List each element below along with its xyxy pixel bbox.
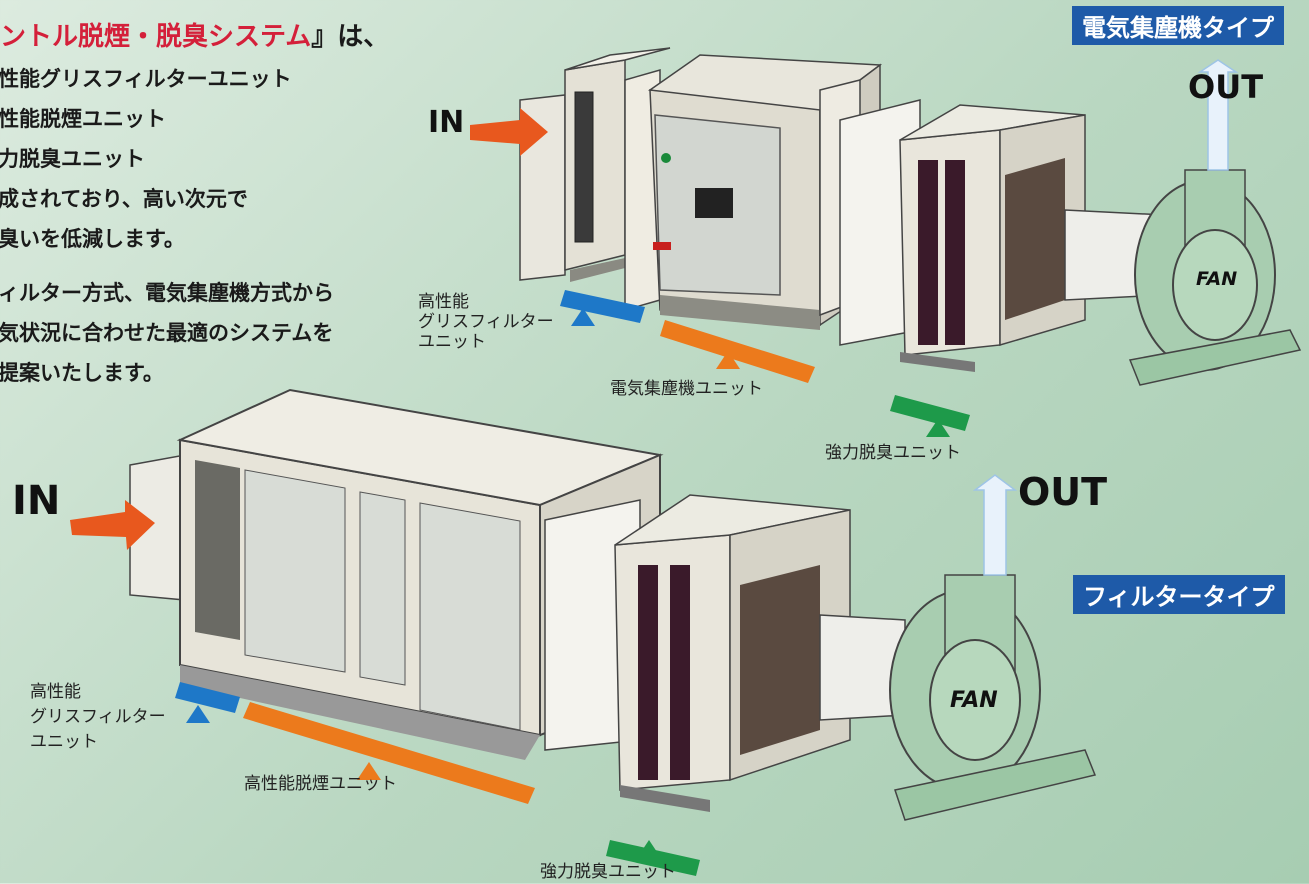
- bottom-filter-housing: [129, 388, 664, 760]
- tag-electric-type: 電気集塵機タイプ: [1072, 6, 1284, 45]
- intro-line-2: 性能脱煙ユニット: [0, 107, 166, 131]
- intro-line-5: 臭いを低減します。: [0, 227, 185, 251]
- bottom-grease-label-1: 高性能: [30, 682, 81, 702]
- intro-headline-tail: 』は、: [311, 22, 390, 52]
- top-deodor-pointer: [926, 419, 950, 437]
- bottom-grease-pointer: [186, 705, 210, 723]
- bottom-smoke-pointer: [357, 762, 381, 780]
- top-fan: [1128, 59, 1302, 386]
- top-esp-pointer: [716, 351, 740, 369]
- bottom-fan-label: FAN: [950, 688, 998, 713]
- bottom-fan: [889, 474, 1097, 821]
- top-fan-label: FAN: [1196, 268, 1238, 290]
- bottom-bar-grease: [175, 682, 240, 713]
- intro-line-7: 気状況に合わせた最適のシステムを: [0, 321, 334, 345]
- intro-line-8: 提案いたします。: [0, 361, 164, 385]
- intro-line-3: 力脱臭ユニット: [0, 147, 145, 171]
- bottom-deodor-label: 強力脱臭ユニット: [540, 862, 676, 882]
- top-bar-esp: [660, 320, 815, 383]
- top-bar-deodor: [890, 395, 970, 431]
- intro-line-6: ィルター方式、電気集塵機方式から: [0, 281, 334, 305]
- bottom-deodorizer-unit: [614, 494, 906, 812]
- intro-headline-red: ントル脱煙・脱臭システム: [0, 22, 312, 52]
- tag-filter-type: フィルタータイプ: [1073, 575, 1285, 614]
- top-esp-label: 電気集塵機ユニット: [610, 379, 763, 399]
- intro-line-1: 性能グリスフィルターユニット: [0, 67, 292, 91]
- top-grease-label-2: グリスフィルター: [418, 312, 554, 332]
- top-bar-grease: [560, 290, 645, 323]
- top-grease-label-3: ユニット: [418, 332, 486, 352]
- top-deodor-label: 強力脱臭ユニット: [825, 443, 961, 463]
- intro-line-4: 成されており、高い次元で: [0, 187, 248, 211]
- bottom-in-arrow: [70, 500, 155, 550]
- bottom-bar-smoke: [243, 702, 535, 804]
- top-in-arrow: [470, 108, 548, 156]
- bottom-out-label: OUT: [1018, 470, 1108, 514]
- bottom-smoke-label: 高性能脱煙ユニット: [244, 774, 397, 794]
- top-electrostatic-precipitator: [624, 54, 921, 346]
- intro-text: ントル脱煙・脱臭システム』は、 性能グリスフィルターユニット 性能脱煙ユニット …: [0, 10, 560, 393]
- top-grease-label-1: 高性能: [418, 292, 469, 312]
- bottom-deodor-pointer: [637, 840, 661, 858]
- top-in-label: IN: [428, 105, 465, 140]
- top-deodorizer-unit: [899, 104, 1166, 372]
- bottom-in-label: IN: [12, 478, 61, 524]
- bottom-grease-label-2: グリスフィルター: [30, 707, 166, 727]
- top-out-label: OUT: [1188, 68, 1264, 106]
- bottom-grease-label-3: ユニット: [30, 732, 98, 752]
- top-grease-pointer: [571, 308, 595, 326]
- intro-headline: ントル脱煙・脱臭システム』は、: [0, 16, 560, 53]
